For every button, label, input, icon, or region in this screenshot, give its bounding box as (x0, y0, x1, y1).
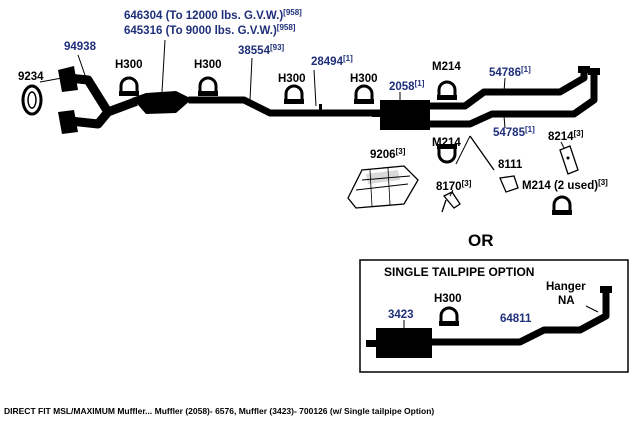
heat-shield-9206-icon (347, 165, 419, 209)
label-hanger-na: NA (558, 295, 575, 307)
muffler-3423-icon (366, 328, 432, 358)
label-9234: 9234 (18, 71, 44, 83)
gasket-9234-icon (21, 84, 43, 116)
clamp-h300-d-icon (354, 84, 374, 104)
clamp-h300-option-icon (439, 306, 459, 326)
single-tailpipe-title: SINGLE TAILPIPE OPTION (384, 265, 534, 279)
label-h300-d: H300 (350, 73, 378, 85)
label-3423: 3423 (388, 309, 414, 321)
label-38554: 38554[93] (238, 43, 285, 57)
or-separator: OR (468, 231, 494, 250)
tailpipes-dual-icon (426, 66, 600, 128)
label-8170: 8170[3] (436, 179, 472, 193)
hanger-8111-icon (469, 135, 519, 193)
label-9206: 9206[3] (370, 147, 406, 161)
y-pipe-94938-icon (58, 66, 138, 134)
catalytic-converter-icon (132, 91, 219, 114)
label-645316: 645316 (To 9000 lbs. G.V.W.)[958] (124, 23, 296, 37)
clamp-m214-c-icon (552, 195, 572, 215)
bracket-8170-icon (441, 191, 461, 213)
label-h300-c: H300 (278, 73, 306, 85)
label-94938: 94938 (64, 41, 97, 53)
single-tailpipe-option-box: SINGLE TAILPIPE OPTION 3423 H300 64811 H… (359, 259, 629, 373)
label-h300-a: H300 (115, 59, 143, 71)
clamp-h300-a-icon (119, 76, 139, 96)
label-28494: 28494[1] (311, 54, 353, 68)
bracket-8214-icon (559, 145, 579, 175)
label-54786: 54786[1] (489, 65, 531, 79)
label-h300-b: H300 (194, 59, 222, 71)
clamp-h300-c-icon (284, 84, 304, 104)
option-leader-lines (403, 305, 599, 328)
label-54785: 54785[1] (493, 125, 535, 139)
main-exhaust-system (21, 39, 600, 215)
label-8214: 8214[3] (548, 129, 584, 143)
tailpipe-64811-icon (428, 286, 612, 346)
label-2058: 2058[1] (389, 79, 425, 93)
label-8111: 8111 (498, 159, 523, 171)
muffler-2058-icon (372, 100, 430, 130)
clamp-m214-a-icon (437, 80, 457, 100)
clamp-m214-b-icon (437, 144, 457, 164)
label-64811: 64811 (500, 313, 532, 325)
label-h300-option: H300 (434, 293, 462, 305)
caption-text: DIRECT FIT MSL/MAXIMUM Muffler... Muffle… (4, 406, 434, 416)
label-hanger: Hanger (546, 281, 586, 293)
clamp-h300-b-icon (198, 76, 218, 96)
label-m214-a: M214 (432, 61, 461, 73)
label-646304: 646304 (To 12000 lbs. G.V.W.)[958] (124, 8, 302, 22)
label-m214-b: M214 (432, 137, 461, 149)
part-labels: 9234 94938 646304 (To 12000 lbs. G.V.W.)… (18, 8, 608, 193)
label-m214-c: M214 (2 used)[3] (522, 178, 608, 192)
leader-lines (39, 39, 565, 197)
pipe-28494-icon (294, 104, 386, 117)
pipe-38554-icon (211, 96, 302, 117)
